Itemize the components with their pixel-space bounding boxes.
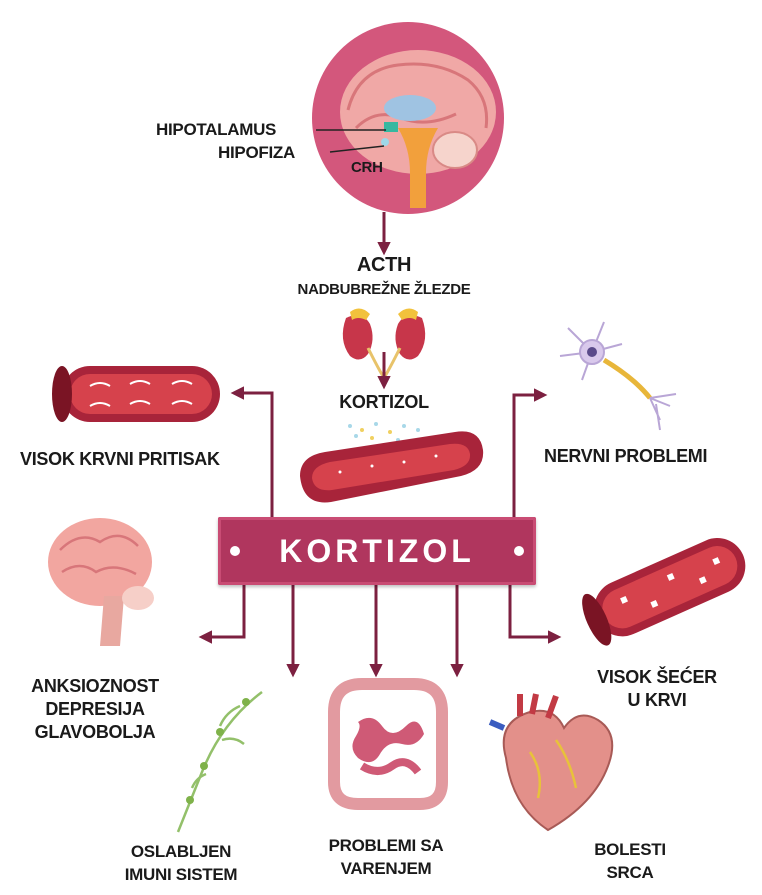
digestion-label: PROBLEMI SA VARENJEM (316, 834, 456, 880)
intestines-icon (334, 684, 442, 804)
blood-vessel-icon (300, 431, 483, 502)
cortisol-banner: KORTIZOL (218, 517, 536, 585)
anxiety-label: ANKSIOZNOST DEPRESIJA GLAVOBOLJA (20, 675, 170, 744)
weak-immune-label: OSLABLJEN IMUNI SISTEM (106, 840, 256, 886)
cortisol-banner-label: KORTIZOL (218, 533, 536, 570)
adrenal-glands-label: NADBUBREŽNE ŽLEZDE (264, 281, 504, 298)
high-blood-pressure-label: VISOK KRVNI PRITISAK (20, 449, 220, 470)
sugar-line-1: VISOK ŠEĆER (582, 666, 732, 689)
heart-line-1: BOLESTI (580, 838, 680, 861)
anxiety-line-1: ANKSIOZNOST (20, 675, 170, 698)
acth-label: ACTH (284, 254, 484, 277)
high-blood-pressure-vessel-icon (52, 366, 220, 422)
digestion-line-2: VARENJEM (316, 857, 456, 880)
anxiety-line-2: DEPRESIJA (20, 698, 170, 721)
arrow-to-anxiety (204, 585, 244, 637)
brain-icon (48, 518, 154, 646)
cortisol-small-label: KORTIZOL (318, 392, 450, 413)
arrow-to-nerve (514, 395, 542, 517)
nerve-problems-label: NERVNI PROBLEMI (544, 446, 707, 467)
neuron-icon (560, 322, 676, 430)
crh-label: CRH (351, 159, 383, 176)
hormone-particles (348, 422, 420, 442)
immune-line-1: OSLABLJEN (106, 840, 256, 863)
heart-icon (490, 694, 612, 830)
heart-disease-label: BOLESTI SRCA (580, 838, 680, 884)
immune-system-icon (178, 692, 262, 832)
pituitary-label: HIPOFIZA (218, 143, 295, 163)
anxiety-line-3: GLAVOBOLJA (20, 721, 170, 744)
digestion-line-1: PROBLEMI SA (316, 834, 456, 857)
brain-cross-section-icon (312, 22, 504, 214)
hypothalamus-label: HIPOTALAMUS (156, 120, 276, 140)
sugar-line-2: U KRVI (582, 689, 732, 712)
arrow-to-sugar (510, 585, 556, 637)
high-blood-sugar-vessel-icon (576, 529, 754, 649)
arrow-to-blood-pressure (236, 393, 272, 517)
heart-line-2: SRCA (580, 861, 680, 884)
immune-line-2: IMUNI SISTEM (106, 863, 256, 886)
high-blood-sugar-label: VISOK ŠEĆER U KRVI (582, 666, 732, 712)
